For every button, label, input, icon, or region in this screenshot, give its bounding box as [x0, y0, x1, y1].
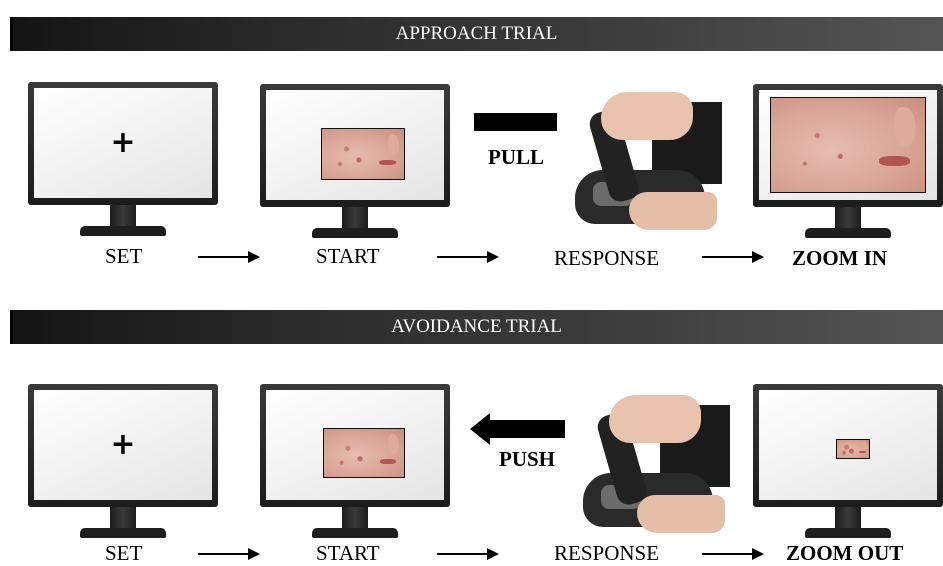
step-response-label: RESPONSE: [554, 541, 660, 565]
monitor-stand-neck: [110, 205, 136, 228]
monitor-stand-neck: [342, 507, 368, 530]
monitor-screen: +: [34, 88, 212, 198]
face-stimulus-image: [770, 97, 926, 193]
monitor-stand-foot: [805, 228, 891, 238]
step-set-label: SET: [105, 244, 143, 268]
step-zoom-in-label: ZOOM IN: [792, 246, 888, 270]
monitor-stand-foot: [805, 528, 891, 538]
monitor-stand-foot: [312, 528, 398, 538]
monitor-bezel: [753, 84, 943, 207]
fixation-cross: +: [110, 125, 136, 160]
flow-arrow-icon: [198, 251, 260, 263]
flow-arrow-icon: [437, 251, 499, 263]
set-monitor: +: [28, 384, 218, 542]
push-arrow-icon: [470, 413, 576, 445]
monitor-screen: [266, 390, 444, 500]
step-start-label: START: [316, 541, 380, 565]
face-stimulus-image: [836, 439, 870, 459]
monitor-stand-foot: [80, 226, 166, 236]
set-monitor: +: [28, 82, 218, 240]
flow-arrow-icon: [198, 548, 260, 560]
approach-trial-title: APPROACH TRIAL: [395, 23, 558, 44]
fixation-cross: +: [110, 427, 136, 462]
step-set-label: SET: [105, 541, 143, 565]
monitor-stand-foot: [312, 228, 398, 238]
monitor-screen: [759, 90, 937, 200]
step-response-label: RESPONSE: [554, 246, 660, 270]
monitor-bezel: +: [28, 384, 218, 507]
avoidance-trial-banner: AVOIDANCE TRIAL: [10, 310, 943, 344]
monitor-screen: [759, 390, 937, 500]
monitor-screen: [266, 90, 444, 200]
monitor-screen: +: [34, 390, 212, 500]
step-zoom-out-label: ZOOM OUT: [786, 541, 904, 565]
approach-trial-banner: APPROACH TRIAL: [10, 17, 943, 51]
monitor-stand-foot: [80, 528, 166, 538]
zoom-in-monitor: [753, 84, 943, 242]
flow-arrow-icon: [437, 548, 499, 560]
monitor-stand-neck: [342, 207, 368, 230]
start-monitor: [260, 84, 450, 242]
monitor-bezel: [753, 384, 943, 507]
joystick-hand-image: [557, 80, 722, 232]
monitor-bezel: [260, 384, 450, 507]
joystick-hand-image: [565, 383, 730, 535]
monitor-stand-neck: [835, 207, 861, 230]
start-monitor: [260, 384, 450, 542]
monitor-stand-neck: [110, 507, 136, 530]
flow-arrow-icon: [702, 548, 764, 560]
pull-label: PULL: [488, 145, 545, 169]
step-start-label: START: [316, 244, 380, 268]
face-stimulus-image: [323, 428, 405, 478]
monitor-bezel: [260, 84, 450, 207]
push-label: PUSH: [499, 447, 556, 471]
avoidance-trial-title: AVOIDANCE TRIAL: [391, 316, 562, 337]
zoom-out-monitor: [753, 384, 943, 542]
monitor-bezel: +: [28, 82, 218, 205]
face-stimulus-image: [321, 128, 405, 180]
flow-arrow-icon: [702, 251, 764, 263]
monitor-stand-neck: [835, 507, 861, 530]
